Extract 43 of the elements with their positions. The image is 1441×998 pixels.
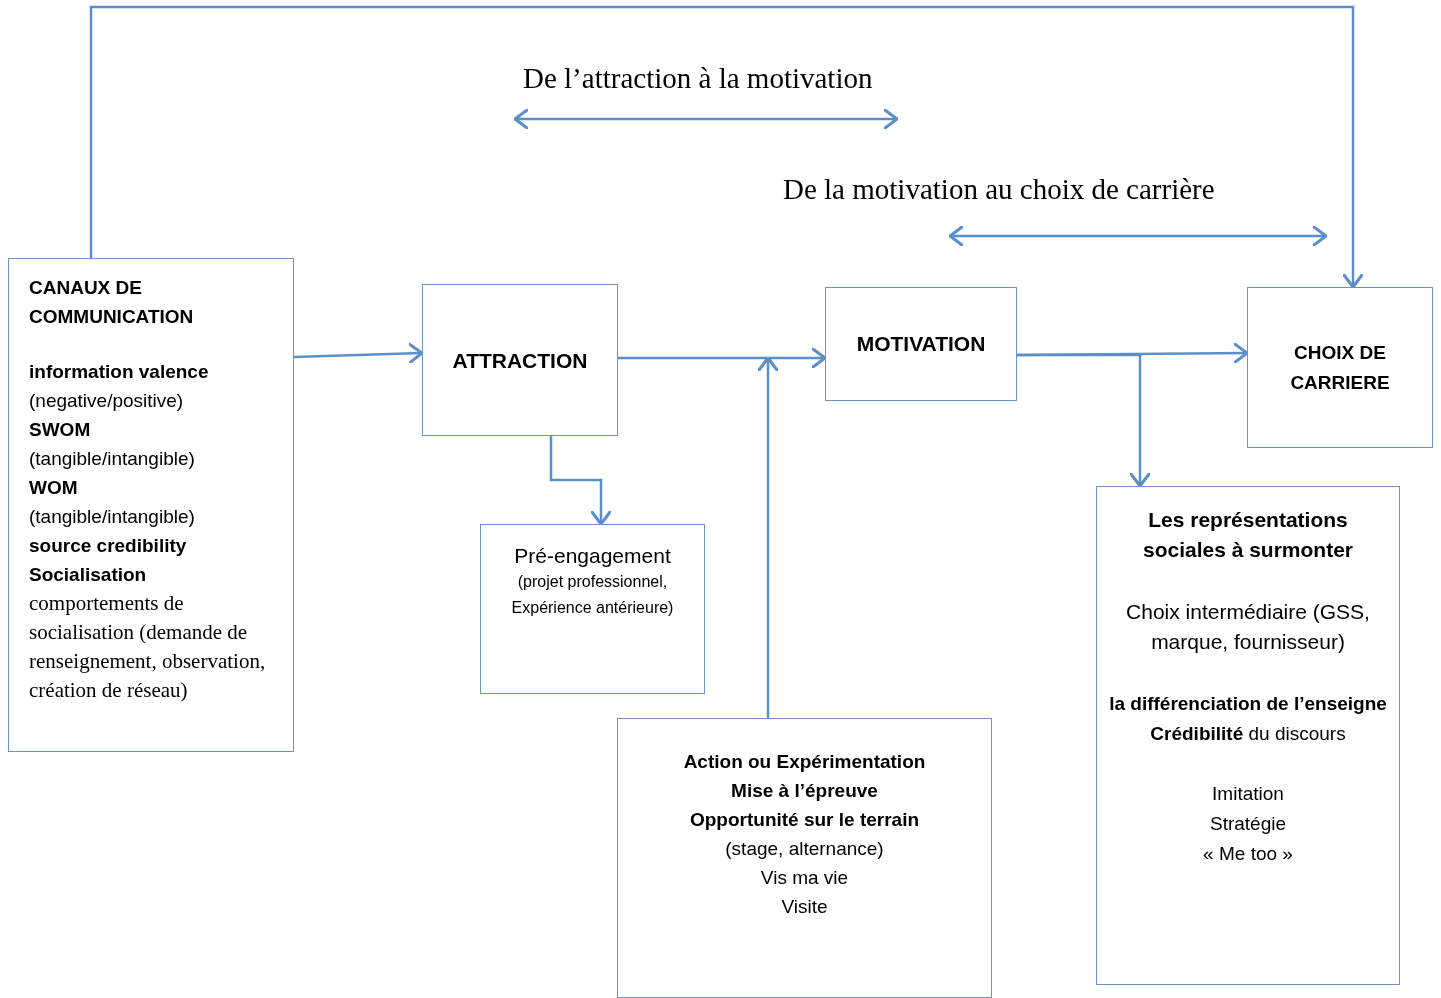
box-heading: Pré-engagement [513,543,672,569]
arrow [1017,353,1151,488]
arrow [757,356,779,718]
box-text: Stratégie [1208,812,1287,836]
box-text: Visite [780,895,829,919]
box-text: (negative/positive) [29,389,185,413]
note-box [480,524,705,694]
box-text: la différenciation de l’enseigne [1109,692,1387,716]
box-text: (tangible/intangible) [29,447,196,471]
process-box [825,287,1017,401]
box-text: Vis ma vie [759,866,850,890]
note-box [1096,486,1400,985]
box-text: Choix intermédiaire (GSS, marque, fournisseur) [1125,599,1371,655]
process-box [422,284,618,436]
box-text: information valence [29,360,210,384]
box-text: Crédibilité du discours [1149,722,1347,746]
box-text: (projet professionnel, Expérience antérieure) [510,572,675,618]
box-text: MOTIVATION [855,331,987,357]
box-text: source credibility [29,534,188,558]
box-text: CHOIX DE CARRIERE [1289,341,1391,395]
arrow [549,436,612,526]
arrow [618,347,827,369]
note-box [617,718,992,998]
box-heading: CANAUX DE COMMUNICATION [29,276,195,329]
box-text: WOM [29,476,79,500]
phase-label: De l’attraction à la motivation [523,62,873,95]
box-text: SWOM [29,418,92,442]
process-box [1247,287,1433,448]
phase-label: De la motivation au choix de carrière [783,173,1215,206]
box-heading: Action ou Expérimentation [682,750,927,774]
box-text: Opportunité sur le terrain [688,808,921,832]
box-text: (stage, alternance) [724,837,885,861]
box-text: ATTRACTION [451,348,589,374]
box-text: comportements de socialisation (demande de renseignement, observation, création de réseau) [29,590,267,704]
arrow [89,5,1364,289]
box-heading: Les représentations sociales à surmonter [1141,507,1355,563]
box-text: Imitation [1211,782,1285,806]
box-text: Mise à l’épreuve [730,779,879,803]
box-text: (tangible/intangible) [29,505,196,529]
communication-channels-box [8,258,294,752]
arrow [293,342,424,364]
box-text: Socialisation [29,563,148,587]
box-text: « Me too » [1202,842,1294,866]
